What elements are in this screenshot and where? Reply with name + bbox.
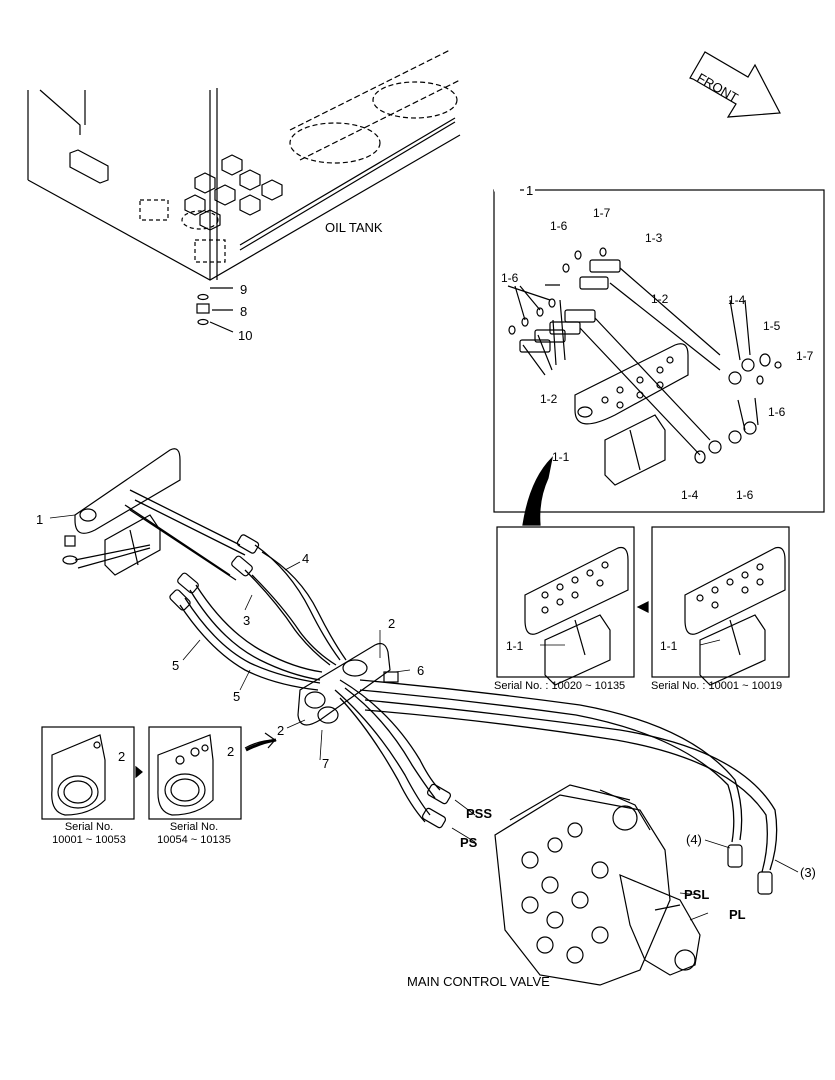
part-4-label: 4 <box>302 551 310 566</box>
detail-pointer <box>522 456 553 526</box>
bracket-variant-frame-2 <box>651 526 790 678</box>
part-9-label: 9 <box>240 282 248 297</box>
clamp-variant-2-serial-line1: Serial No. <box>169 821 219 833</box>
clamp-variant-drawing-2 <box>157 734 214 816</box>
bracket-variant-drawing-2 <box>684 546 786 686</box>
clamp-variant-1-serial-line1: Serial No. <box>64 821 114 833</box>
hoses <box>124 489 778 873</box>
oil-tank-drawing <box>27 49 461 333</box>
main-control-valve-label: MAIN CONTROL VALVE <box>407 974 550 989</box>
part-3-label: 3 <box>243 613 251 628</box>
bracket-variant-drawing-1 <box>524 546 629 686</box>
port-pss-label: PSS <box>466 806 493 821</box>
detail-label-1-6-bottom: 1-6 <box>736 488 754 502</box>
detail-box-frame <box>493 189 825 513</box>
detail-bracket <box>574 343 689 486</box>
part-3-ref-label: (3) <box>800 865 816 880</box>
part-6-label: 6 <box>417 663 425 678</box>
front-arrow-icon <box>689 51 781 118</box>
bracket-variant-1-part: 1-1 <box>506 639 524 653</box>
clamp-variant-frame-1 <box>41 726 135 820</box>
port-pl-label: PL <box>729 907 746 922</box>
tank-fittings <box>184 154 283 231</box>
detail-label-1-6-top: 1-6 <box>550 219 568 233</box>
clamp-variant-1-serial-line2: 10001 ~ 10053 <box>52 834 126 846</box>
detail-box-id: 1 <box>524 183 536 198</box>
leader-lines <box>49 514 799 921</box>
clamp-variant-frame-2 <box>148 726 242 820</box>
bracket-variant-2-part: 1-1 <box>660 639 678 653</box>
clamp-variant-2-part: 2 <box>227 744 235 759</box>
oil-tank-label: OIL TANK <box>325 220 383 235</box>
clamp-variant-drawing-1 <box>51 734 106 816</box>
detail-label-1-6-right: 1-6 <box>768 405 786 419</box>
main-bracket <box>62 448 181 576</box>
detail-label-1-2-right: 1-2 <box>651 292 669 306</box>
hose-fittings <box>169 534 773 895</box>
variant-arrow-icon <box>636 601 649 613</box>
part-5-label-right: 5 <box>233 689 241 704</box>
bracket-variant-2-serial: Serial No. : 10001 ~ 10019 <box>651 680 783 692</box>
port-ps-label: PS <box>460 835 478 850</box>
detail-fittings <box>507 247 782 464</box>
bracket-variant-frame-1 <box>496 526 635 678</box>
detail-label-1-4-bottom: 1-4 <box>681 488 699 502</box>
port-psl-label: PSL <box>684 887 710 902</box>
part-5-label-left: 5 <box>172 658 180 673</box>
part-2-label-bottom: 2 <box>277 723 285 738</box>
clamp-variant-1-part: 2 <box>118 749 126 764</box>
part-10-label: 10 <box>238 328 253 343</box>
part-2-label-top: 2 <box>388 616 396 631</box>
clamp-variant-2-serial-line2: 10054 ~ 10135 <box>157 834 231 846</box>
part-4-ref-label: (4) <box>686 832 702 847</box>
detail-label-1-1: 1-1 <box>552 450 570 464</box>
detail-label-1-7-right: 1-7 <box>796 349 814 363</box>
detail-label-1-7-top: 1-7 <box>593 206 611 220</box>
part-1-label: 1 <box>36 512 44 527</box>
clamp-arrow-icon <box>135 765 143 779</box>
detail-label-1-4-top: 1-4 <box>728 293 746 307</box>
part-7-label: 7 <box>322 756 330 771</box>
detail-label-1-2-bottom: 1-2 <box>540 392 558 406</box>
part-8-label: 8 <box>240 304 248 319</box>
main-control-valve <box>494 784 701 986</box>
bracket-variant-1-serial: Serial No. : 10020 ~ 10135 <box>494 680 626 692</box>
detail-label-1-6-left: 1-6 <box>501 271 519 285</box>
detail-label-1-3: 1-3 <box>645 231 663 245</box>
hose-clamp <box>297 642 399 726</box>
detail-label-1-5: 1-5 <box>763 319 781 333</box>
